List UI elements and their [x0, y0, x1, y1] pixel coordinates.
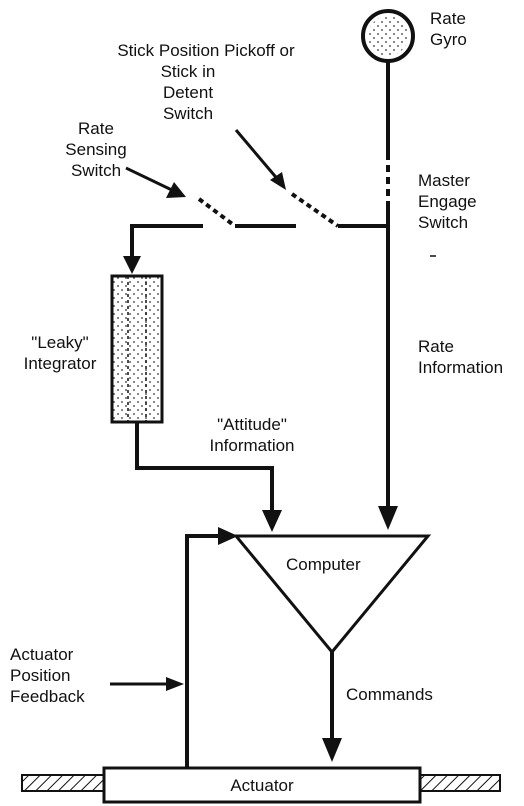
rate-arrow-head	[378, 506, 398, 530]
integrator-input-line	[123, 224, 141, 274]
left-mount	[21, 774, 105, 792]
computer-label: Computer	[286, 555, 361, 574]
attitude-signal-line	[135, 422, 282, 532]
rate-gyro-icon	[361, 9, 415, 63]
actuator-feedback-line	[185, 527, 238, 768]
leaky-integrator-label: "Leaky" Integrator	[23, 333, 97, 373]
rate-gyro-label: Rate Gyro	[430, 9, 467, 49]
rate-information-label: Rate Information	[418, 337, 504, 377]
stick-position-switch	[290, 192, 340, 228]
feedback-pointer-arrow	[110, 677, 184, 691]
attitude-information-label: "Attitude" Information	[209, 415, 295, 455]
computer-block	[232, 534, 432, 655]
rate-sensing-switch-label: Rate Sensing Switch	[65, 119, 127, 180]
commands-label: Commands	[346, 685, 433, 704]
rate-sensing-switch	[197, 197, 237, 228]
actuator-position-feedback-label: Actuator Position Feedback	[10, 645, 85, 706]
stick-pointer-arrow	[234, 129, 286, 190]
leaky-integrator-block	[110, 274, 164, 424]
stick-pickoff-label: Stick Position Pickoff or Stick in Deten…	[117, 41, 295, 123]
actuator-label: Actuator	[230, 776, 294, 795]
commands-line	[322, 650, 342, 762]
right-mount	[419, 774, 501, 792]
actuator-block	[102, 766, 422, 804]
master-engage-switch-label: Master Engage Switch	[418, 171, 477, 232]
rate-switch-pointer-arrow	[125, 166, 186, 198]
